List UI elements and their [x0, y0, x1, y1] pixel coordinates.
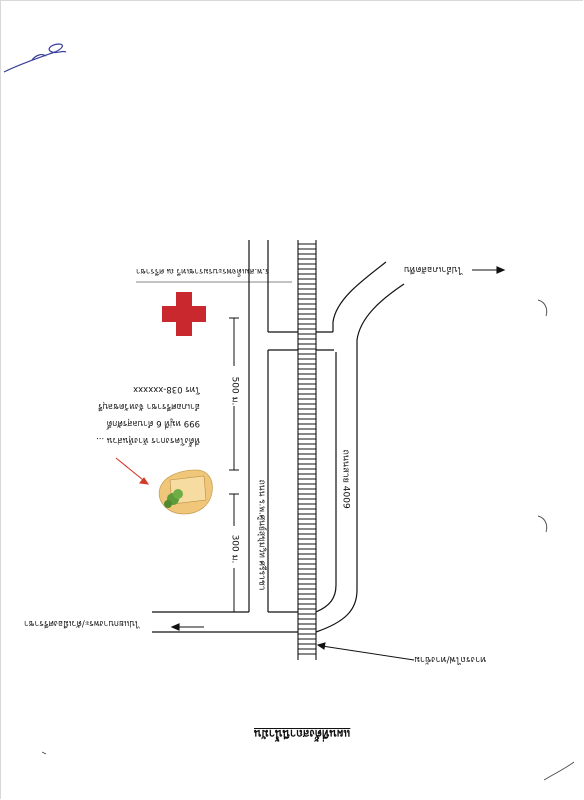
- label-to-sattahip: ไปอำเภอสัตหีบ: [404, 264, 463, 274]
- address-block: ที่ตั้งโครงการ ห้างหุ้นส่วน ... 999 หมู่…: [30, 368, 200, 448]
- label-hospital: ร.พ.สมเด็จพระบรมราชเทวี ณ ศรีราชา: [136, 267, 270, 276]
- label-distance-500: 500 ม.: [229, 376, 240, 406]
- label-distance-300: 300 ม.: [229, 534, 240, 564]
- railway-ties: [298, 243, 316, 655]
- arrow-right-icon: [472, 266, 506, 274]
- site-pointer-arrow: [115, 457, 150, 485]
- address-line: อำเภอศรีราชา จังหวัดชลบุรี: [98, 401, 200, 411]
- address-line: ที่ตั้งโครงการ ห้างหุ้นส่วน ...: [96, 435, 200, 445]
- crossing-pointer: [316, 642, 415, 661]
- address-line: 999 หมู่ที่ 6 ตำบลสุรศักดิ์: [106, 418, 200, 428]
- label-main-road: ถนน ร.พ.ศูนย์สุขุมวิท ศรีราชา: [256, 479, 267, 591]
- bottom-road: [152, 611, 298, 633]
- corner-dot: [41, 751, 47, 755]
- corner-mark: [543, 761, 575, 781]
- main-road: [248, 240, 334, 612]
- site-icon: [158, 469, 213, 515]
- label-railway-crossing: ทางรถไฟ/ทางข้าม: [414, 654, 487, 664]
- arrow-left-icon: [170, 623, 204, 631]
- label-road-left: ไปแยกบางพระ/ตัวเมืองศรีราชา: [24, 618, 140, 628]
- label-highway-4009: ถนนสาย 4009: [340, 449, 351, 509]
- punch-holes: [537, 299, 548, 533]
- railway-track: [297, 240, 317, 660]
- hospital-cross-icon: [162, 292, 206, 336]
- signature: [3, 43, 67, 73]
- address-line: โทร 038-xxxxxx: [133, 384, 200, 394]
- distance-markers: [229, 317, 239, 613]
- map-title: แผนที่ตั้งสถานีน้ำมัน: [254, 727, 351, 740]
- highway-4009: [315, 261, 405, 633]
